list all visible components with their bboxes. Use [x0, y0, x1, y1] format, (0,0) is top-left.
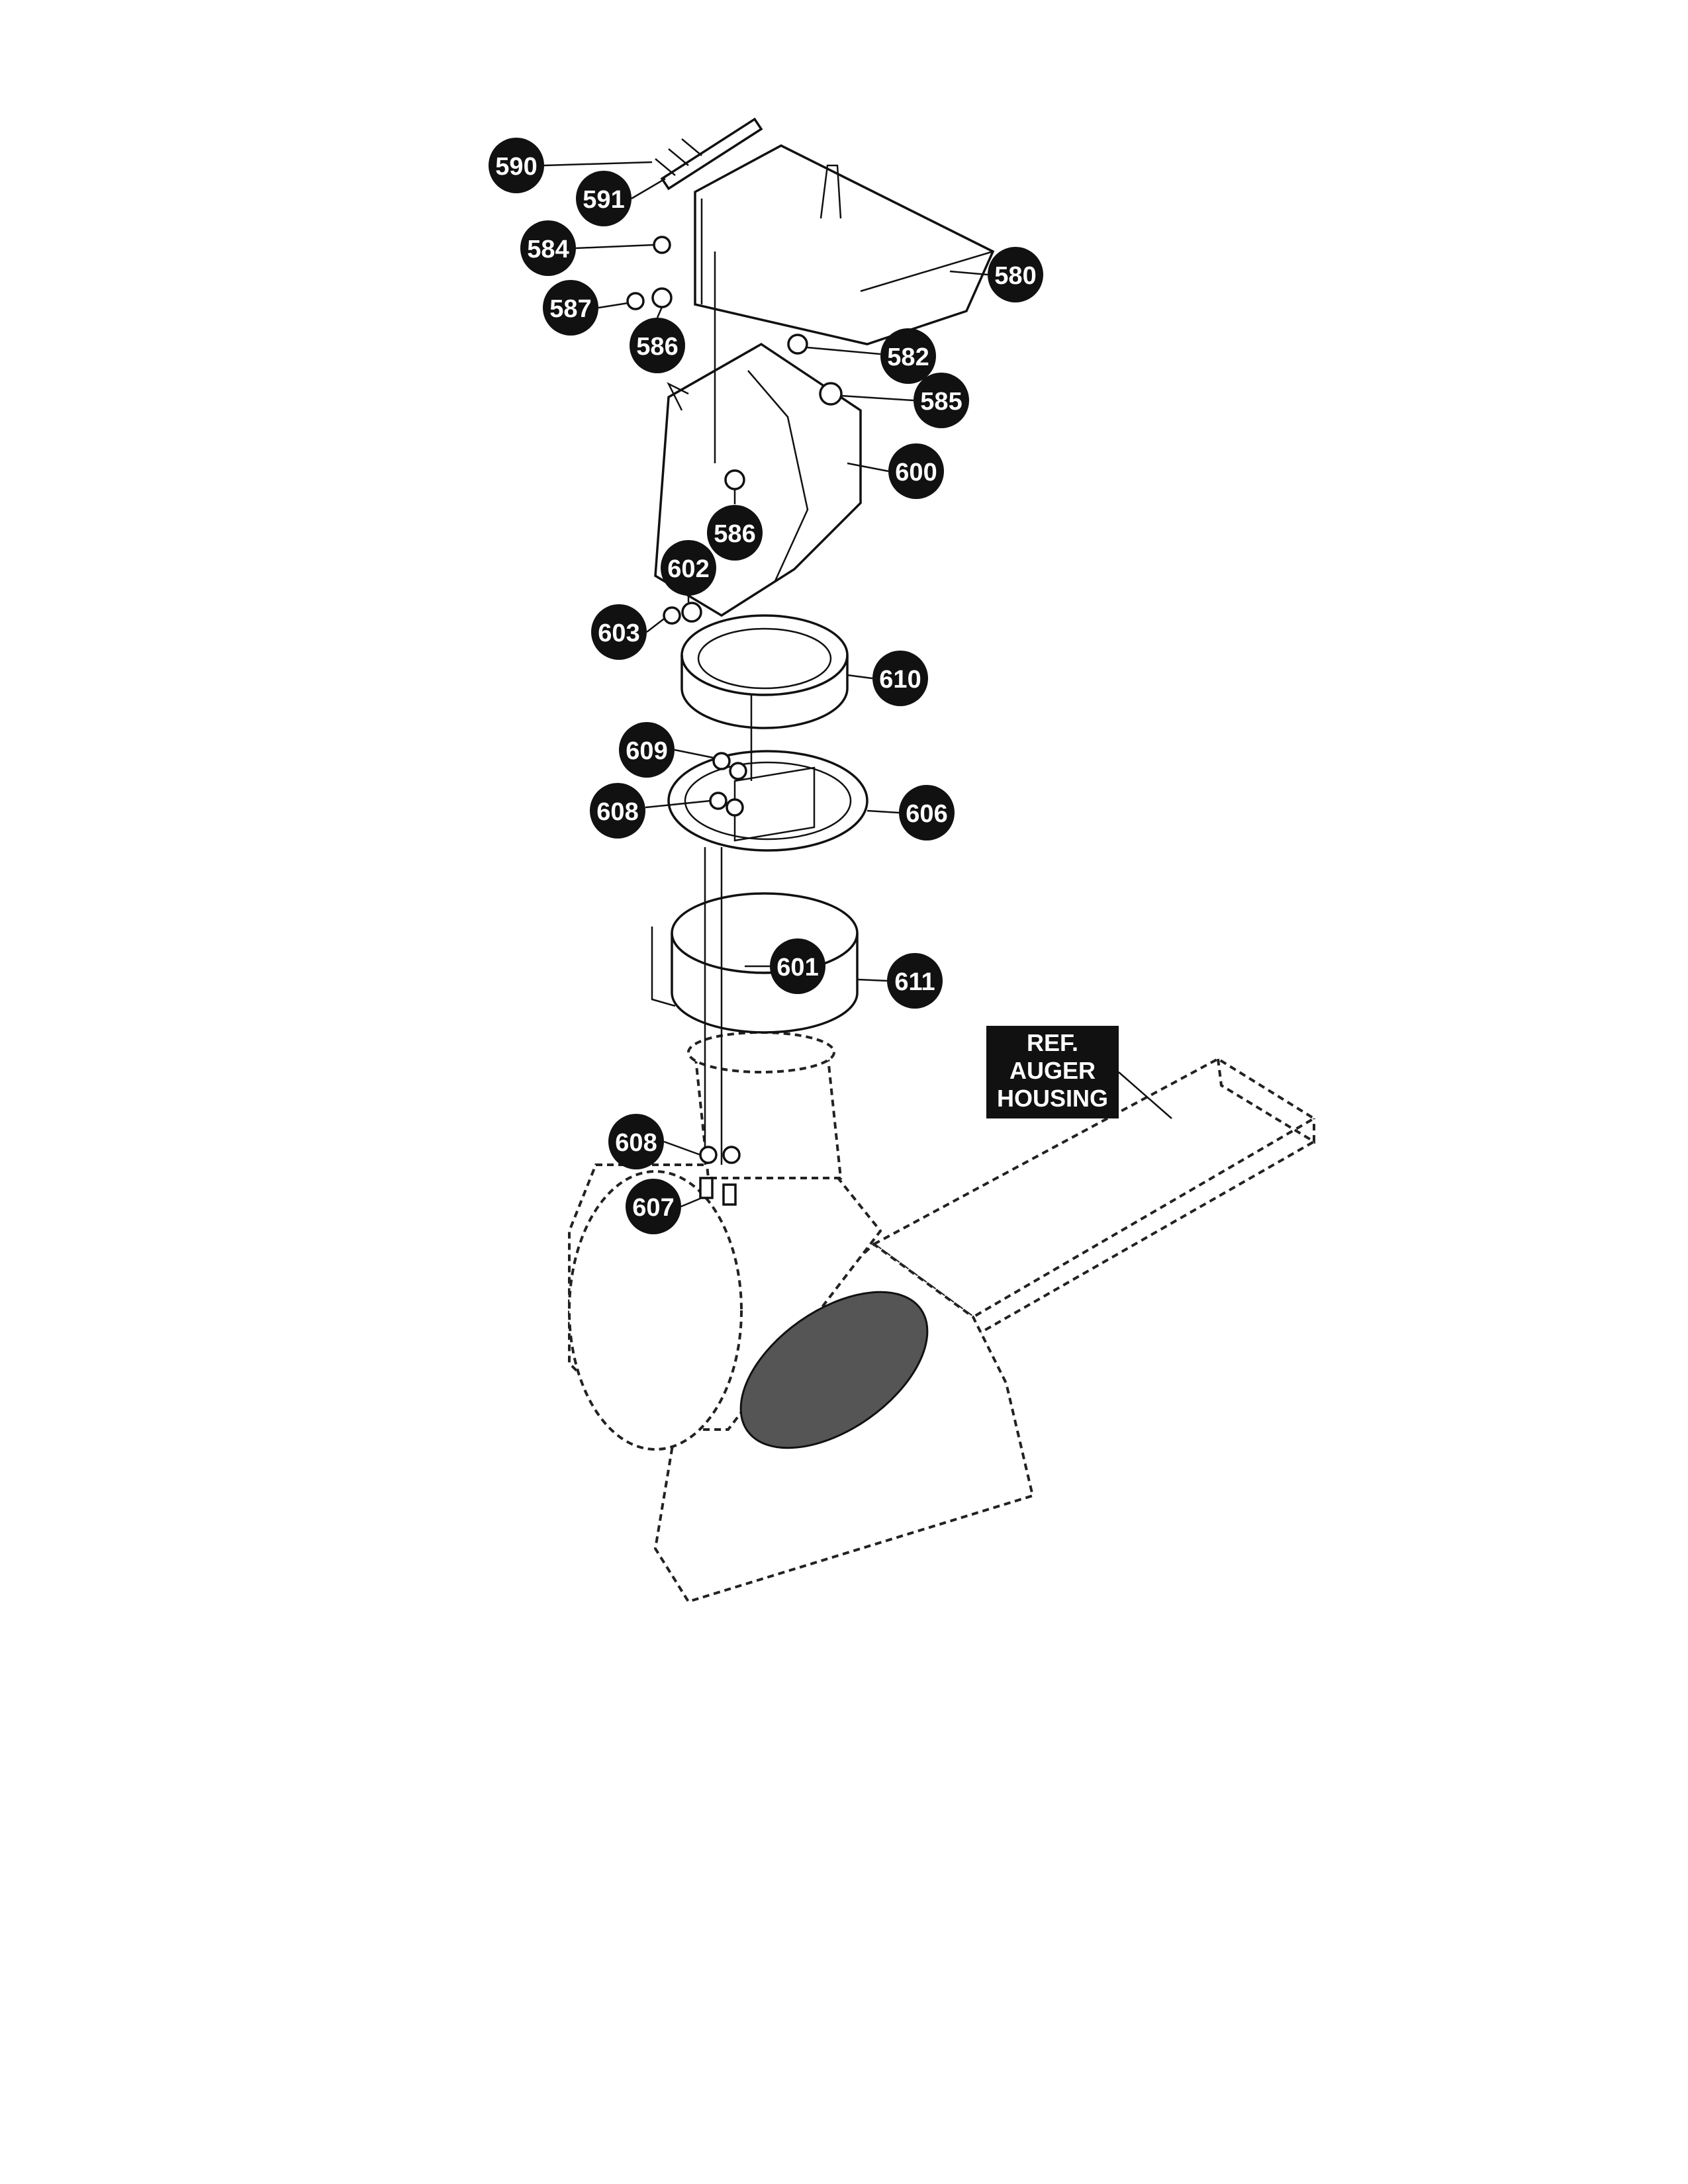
callout-label: 609	[626, 737, 667, 765]
callout-label: 600	[895, 459, 937, 486]
callout-610: 610	[847, 651, 928, 706]
callout-label: 603	[598, 619, 639, 647]
callout-586-lower: 586	[707, 490, 763, 561]
ring-610	[680, 614, 849, 729]
callout-label: 586	[636, 333, 678, 361]
callout-label: 591	[583, 186, 624, 214]
callout-label: 601	[776, 954, 818, 981]
callout-590: 590	[489, 138, 653, 193]
callout-label: 580	[994, 262, 1036, 290]
assembly-lines	[699, 251, 753, 1206]
chute-deflector-580	[694, 144, 995, 345]
callout-602: 602	[661, 540, 716, 602]
callout-label: 587	[549, 295, 591, 323]
callout-607: 607	[626, 1179, 702, 1234]
callout-label: 582	[887, 343, 929, 371]
ref-label-line-3: HOUSING	[997, 1085, 1108, 1112]
ring-611	[651, 892, 859, 1034]
callout-label: 586	[714, 520, 755, 548]
callout-585: 585	[841, 373, 969, 428]
callout-label: 608	[596, 798, 638, 826]
callout-587: 587	[543, 280, 628, 336]
callout-586-upper: 586	[630, 306, 685, 373]
callout-582: 582	[806, 328, 936, 384]
callout-label: 584	[527, 236, 569, 263]
callout-608-lower: 608	[608, 1114, 701, 1169]
callout-611: 611	[857, 953, 943, 1009]
top-fastener-plate	[655, 117, 763, 191]
ref-label-line-1: REF.	[1027, 1029, 1078, 1056]
callout-584: 584	[520, 220, 655, 276]
callout-580: 580	[949, 247, 1043, 302]
callout-label: 611	[894, 968, 935, 996]
callout-601: 601	[745, 938, 825, 994]
auger-housing-reference	[568, 1031, 1317, 1604]
callout-label: 608	[615, 1129, 657, 1157]
callout-label: 585	[920, 388, 962, 416]
callout-603: 603	[591, 604, 665, 660]
callout-label: 606	[906, 800, 947, 828]
callout-label: 590	[495, 153, 537, 181]
small-hardware	[626, 236, 843, 625]
callout-609: 609	[619, 722, 714, 778]
callout-label: 610	[879, 666, 921, 694]
ring-606	[667, 750, 868, 852]
callout-606: 606	[867, 785, 955, 841]
callout-600: 600	[847, 443, 944, 499]
callout-608-upper: 608	[590, 783, 711, 839]
callout-591: 591	[576, 171, 666, 226]
ref-label-line-2: AUGER	[1009, 1057, 1096, 1084]
callout-label: 602	[667, 555, 709, 583]
ref-auger-housing-label: REF. AUGER HOUSING	[986, 1026, 1172, 1119]
callout-label: 607	[632, 1194, 674, 1222]
